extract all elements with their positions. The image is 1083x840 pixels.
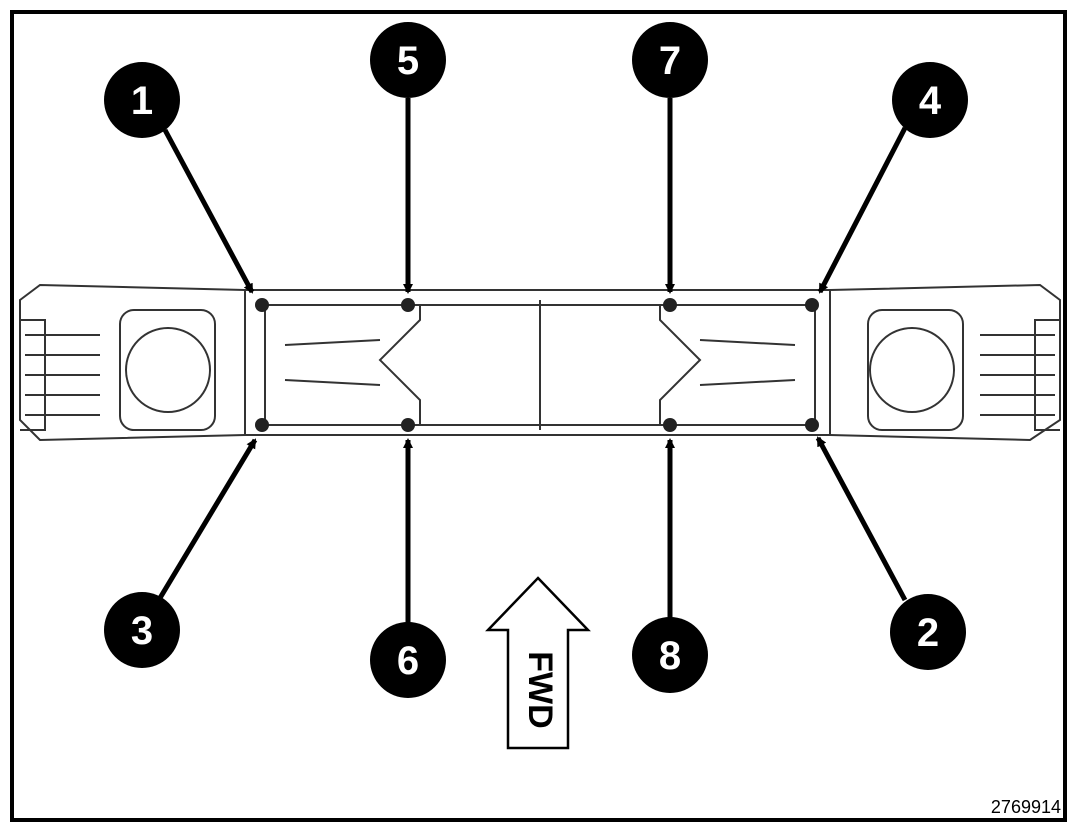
leader-1 — [162, 128, 255, 294]
svg-text:4: 4 — [919, 79, 942, 123]
fastener-3 — [255, 418, 269, 432]
callout-4: 4 — [892, 62, 968, 138]
figure-id: 2769914 — [990, 797, 1061, 817]
svg-text:7: 7 — [659, 39, 681, 83]
fastener-8 — [663, 418, 677, 432]
fastener-1 — [255, 298, 269, 312]
callout-6: 6 — [370, 622, 446, 698]
leader-4 — [817, 126, 908, 294]
fastener-2 — [805, 418, 819, 432]
callout-5: 5 — [370, 22, 446, 98]
fastener-4 — [805, 298, 819, 312]
callout-3: 3 — [104, 592, 180, 668]
leader-3 — [157, 438, 258, 600]
fwd-label: FWD — [521, 651, 559, 728]
leader-arrows — [157, 98, 908, 625]
leader-2 — [815, 436, 908, 602]
fastener-points — [255, 298, 819, 432]
bumper-outline — [19, 283, 1061, 442]
forward-direction-arrow: FWD — [485, 576, 591, 750]
fastener-7 — [663, 298, 677, 312]
svg-text:8: 8 — [659, 634, 681, 678]
svg-text:2: 2 — [917, 611, 939, 655]
fastener-5 — [401, 298, 415, 312]
callout-1: 1 — [104, 62, 180, 138]
callout-8: 8 — [632, 617, 708, 693]
fastener-6 — [401, 418, 415, 432]
svg-text:5: 5 — [397, 39, 419, 83]
callout-2: 2 — [890, 594, 966, 670]
svg-text:1: 1 — [131, 79, 153, 123]
callout-7: 7 — [632, 22, 708, 98]
svg-text:6: 6 — [397, 639, 419, 683]
svg-text:3: 3 — [131, 609, 153, 653]
